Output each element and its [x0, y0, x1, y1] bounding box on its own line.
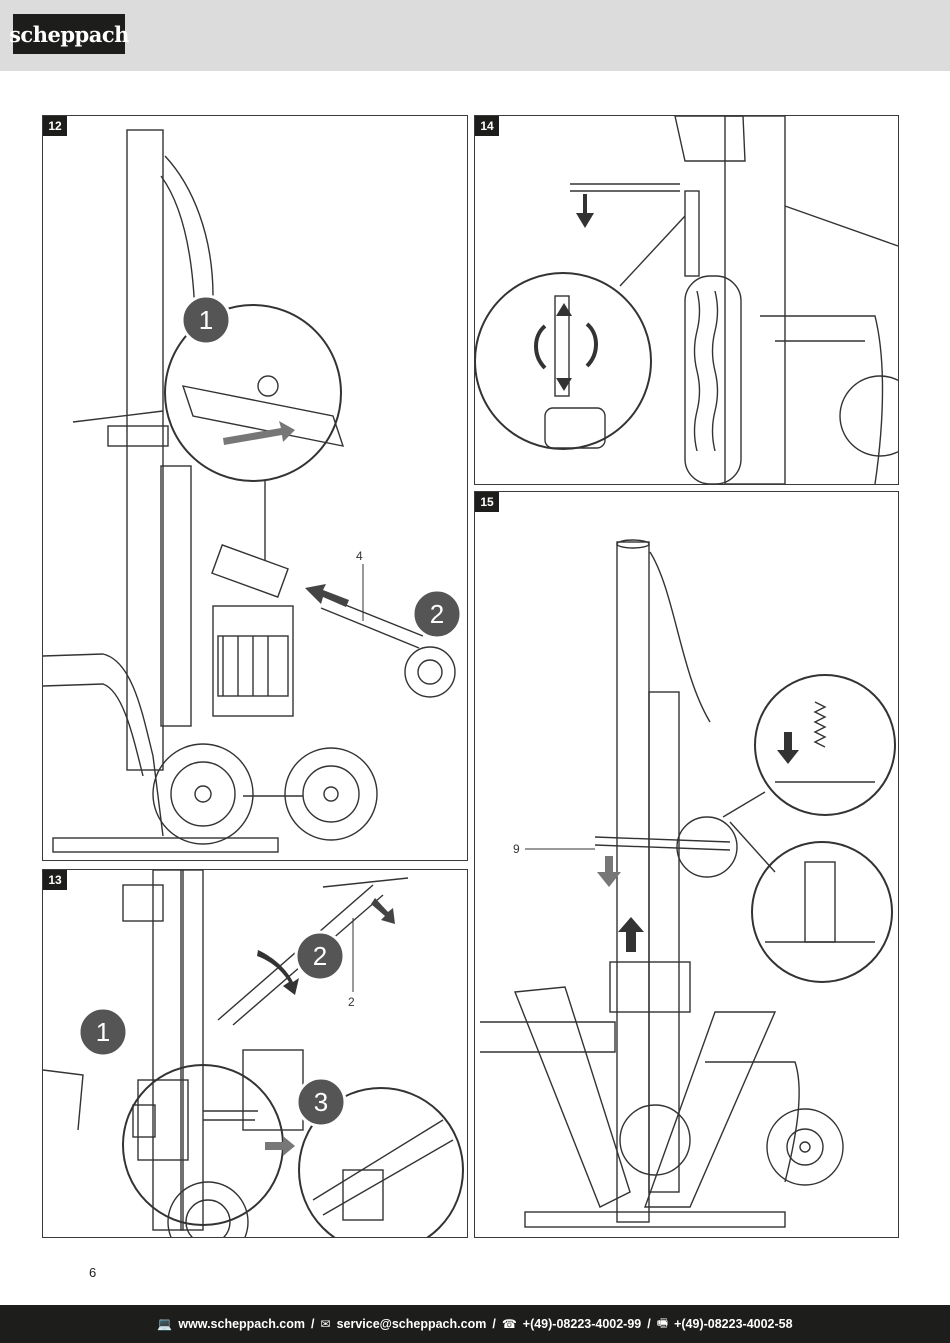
callout-9: 9 — [513, 842, 520, 856]
callout-4: 4 — [356, 549, 363, 563]
step-marker-2-label: 2 — [430, 599, 444, 629]
step-marker-2 — [294, 930, 346, 982]
step-marker-3-label: 3 — [314, 1087, 328, 1117]
step-marker-3 — [295, 1076, 347, 1128]
footer-web-link[interactable]: www.scheppach.com — [178, 1317, 306, 1331]
page-number: 6 — [89, 1265, 97, 1280]
step-marker-1 — [77, 1006, 129, 1058]
step-marker-2 — [411, 588, 463, 640]
footer-separator: / — [647, 1317, 651, 1331]
footer-separator: / — [311, 1317, 315, 1331]
page-header: scheppach — [0, 0, 950, 71]
computer-icon: 💻 — [157, 1317, 173, 1331]
figure-12-illustration: 1 2 4 — [43, 129, 463, 853]
step-marker-2-label: 2 — [313, 941, 327, 971]
figure-14-number: 14 — [475, 116, 499, 136]
footer-phone: +(49)-08223-4002-99 — [522, 1317, 642, 1331]
step-marker-1-label: 1 — [96, 1017, 110, 1047]
figure-14: 14 — [474, 115, 899, 485]
mail-icon: ✉ — [320, 1317, 331, 1331]
figure-12-number: 12 — [43, 116, 67, 136]
footer-email-link[interactable]: service@scheppach.com — [336, 1317, 487, 1331]
figure-13-number: 13 — [43, 870, 67, 890]
step-marker-1-label: 1 — [199, 305, 213, 335]
callout-2: 2 — [348, 995, 355, 1009]
phone-icon: ☎ — [501, 1317, 517, 1331]
figure-15: 9 15 — [474, 491, 899, 1238]
figure-13-illustration: 1 2 3 2 — [43, 870, 464, 1237]
footer-separator: / — [492, 1317, 496, 1331]
figure-15-illustration: 9 — [480, 539, 896, 1228]
footer-fax: +(49)-08223-4002-58 — [674, 1317, 793, 1331]
figure-15-number: 15 — [475, 492, 499, 512]
page-footer: 💻 www.scheppach.com / ✉ service@scheppac… — [0, 1305, 950, 1343]
step-marker-1 — [180, 294, 232, 346]
figure-12: 1 2 4 12 — [42, 115, 468, 861]
figure-13: 1 2 3 2 13 — [42, 869, 468, 1238]
fax-icon: 🖷 — [656, 1315, 669, 1330]
scheppach-logo: scheppach — [9, 14, 129, 54]
figure-14-illustration — [475, 116, 898, 484]
